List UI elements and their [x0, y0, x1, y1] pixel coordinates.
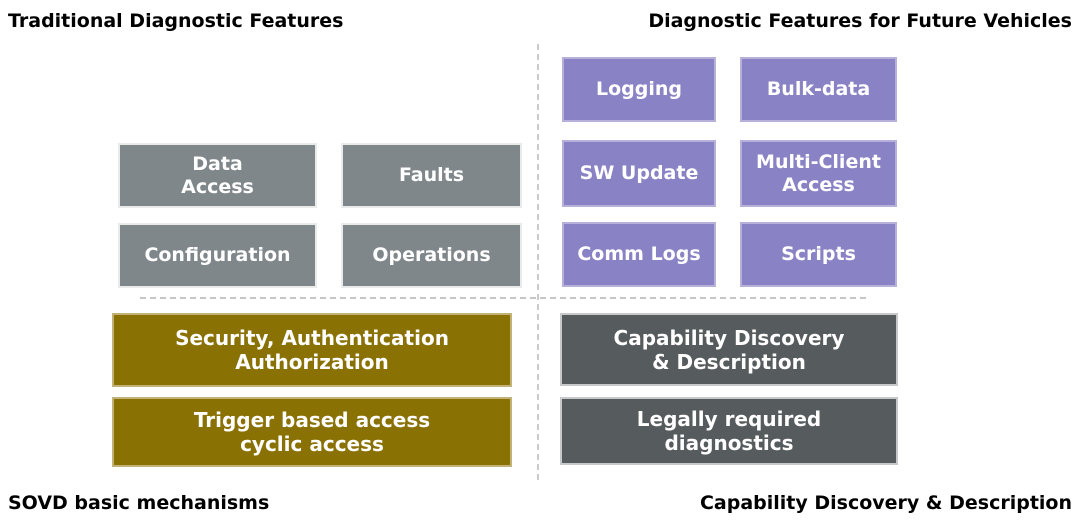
box-capability-discovery-description: Capability Discovery & Description	[560, 313, 898, 386]
box-faults: Faults	[341, 143, 522, 208]
box-scripts: Scripts	[740, 222, 897, 287]
vertical-dashed-divider	[537, 44, 539, 480]
box-legally-required-diagnostics: Legally required diagnostics	[560, 397, 898, 465]
horizontal-dashed-divider	[140, 297, 866, 299]
box-logging: Logging	[562, 57, 716, 122]
title-capability-discovery-description: Capability Discovery & Description	[699, 492, 1072, 514]
title-traditional-diagnostic-features: Traditional Diagnostic Features	[8, 10, 344, 32]
box-comm-logs: Comm Logs	[562, 222, 716, 287]
box-security-authentication-authorization: Security, Authentication Authorization	[112, 313, 512, 387]
box-configuration: Configuration	[118, 223, 317, 288]
box-sw-update: SW Update	[562, 140, 716, 207]
box-trigger-based-access: Trigger based access cyclic access	[112, 397, 512, 467]
title-sovd-basic-mechanisms: SOVD basic mechanisms	[8, 492, 270, 514]
box-operations: Operations	[341, 223, 522, 288]
box-bulk-data: Bulk-data	[740, 57, 897, 122]
title-diagnostic-features-future-vehicles: Diagnostic Features for Future Vehicles	[648, 10, 1072, 32]
box-data-access: Data Access	[118, 143, 317, 208]
box-multi-client-access: Multi-Client Access	[740, 140, 897, 207]
